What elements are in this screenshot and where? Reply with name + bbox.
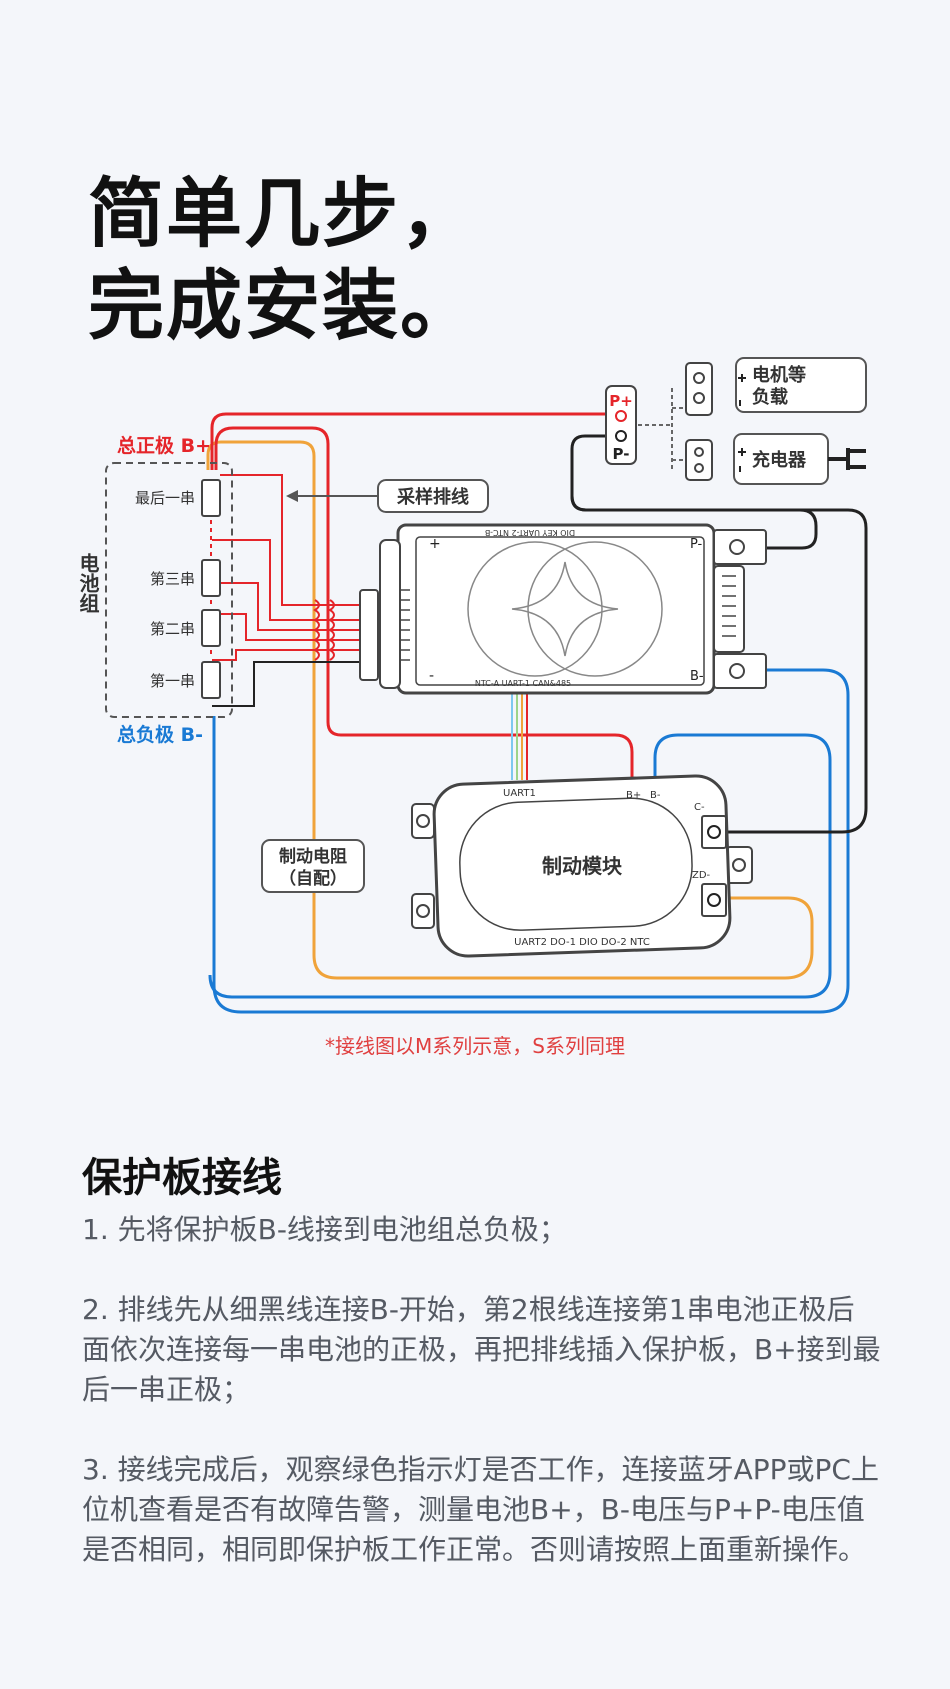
brake-module-label: 制动模块 (542, 854, 623, 878)
cell-first (201, 661, 221, 699)
charger-label: 充电器 (752, 449, 807, 471)
wire-blue-inner (208, 733, 832, 999)
bms-heatsink-fins (722, 575, 736, 637)
module-uart1-label: UART1 (503, 788, 536, 799)
section-title: 保护板接线 (82, 1155, 282, 1201)
sampling-wires (212, 474, 360, 661)
module-zd-minus-label: ZD- (692, 870, 711, 881)
bms-top-ports: DIO KEY UART-2 NTC-B (485, 528, 575, 537)
c-minus-screw-icon (707, 825, 721, 839)
mount-hole-icon (732, 858, 746, 872)
sampling-arrow-head (286, 490, 298, 502)
load-box (735, 357, 867, 413)
wire-black-sampling (212, 661, 360, 707)
brake-module-body (432, 774, 732, 958)
mount-hole-icon (416, 904, 430, 918)
cell-label-last: 最后一串 (135, 489, 195, 507)
load-label-1: 电机等 (752, 364, 806, 386)
sampling-connector-coils (313, 599, 335, 661)
battery-cells (201, 479, 221, 699)
step-1: 1. 先将保护板B-线接到电池组总负极； (82, 1213, 567, 1246)
steps-list: 1. 先将保护板B-线接到电池组总负极； 2. 排线先从细黑线连接B-开始，第2… (82, 1210, 882, 1610)
ntc-uart-wires (511, 690, 528, 780)
p-terminal-block (605, 385, 637, 465)
p-plus-label: P+ (609, 392, 633, 410)
bms-b-minus-screw (729, 663, 745, 679)
sampling-cable-box (377, 479, 489, 513)
charger-minus-terminal (694, 463, 704, 473)
zd-minus-screw-icon (707, 893, 721, 907)
charger-plus-minus-marks (738, 448, 746, 472)
step-2: 2. 排线先从细黑线连接B-开始，第2根线连接第1串电池正极后面依次连接每一串电… (82, 1293, 881, 1406)
cell-label-third: 第三串 (150, 570, 195, 588)
step-3: 3. 接线完成后，观察绿色指示灯是否工作，连接蓝牙APP或PC上位机查看是否有故… (82, 1453, 879, 1566)
wire-blue-outer (212, 668, 850, 1014)
bms-board (396, 523, 716, 695)
load-plus-terminal (693, 372, 705, 384)
bms-b-minus-label: B- (690, 669, 704, 684)
module-c-minus-label: C- (694, 802, 705, 813)
brake-resistor-label-1: 制动电阻 (279, 846, 347, 867)
bms-plus-label: + (429, 536, 441, 552)
brake-resistor-box (261, 839, 365, 893)
p-minus-terminal (615, 430, 627, 442)
mount-hole-icon (416, 814, 430, 828)
bms-p-minus-label: P- (690, 537, 703, 552)
module-b-minus-label: B- (650, 790, 661, 801)
bms-logo-icon (467, 541, 663, 677)
charger-plus-terminal (694, 447, 704, 457)
bms-p-minus-screw (729, 539, 745, 555)
cell-second (201, 609, 221, 647)
hero-title-line-2: 完成安装。 (88, 261, 478, 350)
p-plus-terminal (615, 410, 627, 422)
wire-red-module-b-plus (214, 426, 634, 780)
load-label-2: 负载 (752, 386, 788, 408)
bms-bottom-ports: NTC-A UART-1 CAN&485 (475, 679, 571, 688)
diagram-note: *接线图以M系列示意，S系列同理 (325, 1034, 625, 1058)
load-connector (685, 362, 713, 416)
bms-left-tab (379, 539, 401, 689)
load-plus-minus-marks (738, 374, 746, 406)
brake-module-inner (459, 797, 693, 931)
bms-board-inner (415, 536, 705, 686)
bms-minus-label: - (429, 668, 434, 684)
bms-cable-port (359, 589, 379, 681)
wire-black-c-minus (570, 495, 868, 834)
module-bottom-ports: UART2 DO-1 DIO DO-2 NTC (514, 937, 650, 948)
wire-red-p-plus (210, 412, 620, 470)
cell-label-first: 第一串 (150, 672, 195, 690)
cell-third (201, 559, 221, 597)
hero-title-line-1: 简单几步， (88, 169, 478, 258)
wire-orange (206, 440, 814, 980)
bms-port-pins (400, 589, 410, 661)
brake-resistor-label-2: （自配） (279, 868, 347, 889)
cell-last (201, 479, 221, 517)
battery-pack-label: 电池组 (76, 553, 100, 613)
p-minus-label: P- (613, 445, 630, 463)
module-b-plus-label: B+ (626, 790, 641, 801)
wiring-diagram: 电池组 总正极 B+ 总负极 B- 最后一串 第三串 第二串 第一串 采样排线 … (76, 357, 868, 1014)
load-minus-terminal (693, 392, 705, 404)
sampling-cable-label: 采样排线 (396, 486, 469, 508)
bms-heatsink (713, 565, 745, 653)
charger-plug-icon (828, 448, 866, 470)
hero-title: 简单几步， 完成安装。 (88, 168, 478, 352)
wire-dashed-output (638, 388, 685, 470)
charger-connector (685, 439, 713, 481)
cell-label-second: 第二串 (150, 620, 195, 638)
total-negative-label: 总负极 B- (117, 723, 203, 746)
battery-pack-outline (105, 462, 233, 718)
total-positive-label: 总正极 B+ (117, 434, 211, 457)
